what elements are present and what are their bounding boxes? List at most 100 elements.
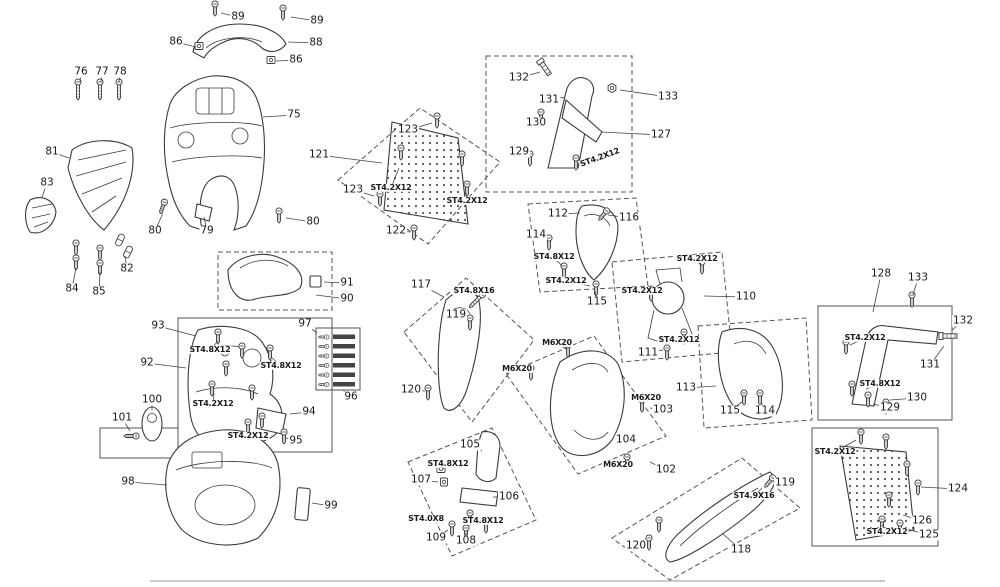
fastener-spec-label: ST4.2X12 xyxy=(226,430,270,441)
part-callout: 84 xyxy=(64,282,80,295)
part-callout: 97 xyxy=(297,317,313,330)
part-callout: 123 xyxy=(341,183,365,196)
part-callout: 101 xyxy=(110,411,134,424)
box-inner-shield-102 xyxy=(505,335,667,475)
long-icon xyxy=(74,78,82,101)
screw-spec-micro-text xyxy=(333,363,355,368)
screw-icon xyxy=(72,254,80,271)
box-brackets-105 xyxy=(407,427,537,557)
screw-icon xyxy=(318,344,330,349)
part-callout: 75 xyxy=(286,108,302,121)
part-callout: 100 xyxy=(140,393,164,406)
long-icon xyxy=(96,78,104,101)
part-105-bracket xyxy=(475,431,501,483)
fastener-spec-label: ST4.2X12 xyxy=(445,195,489,206)
screw-icon xyxy=(318,353,330,359)
screw-icon xyxy=(123,432,140,440)
box-bracket-128 xyxy=(817,305,953,421)
screw-icon xyxy=(318,334,330,340)
cyl-icon xyxy=(114,232,126,248)
screw-icon xyxy=(914,479,922,496)
part-callout: 89 xyxy=(309,14,325,27)
screw-icon xyxy=(318,363,330,368)
screw-spec-micro-text xyxy=(333,334,355,339)
part-callout: 78 xyxy=(112,65,128,78)
part-callout: 130 xyxy=(524,116,548,129)
screw-spec-micro-text xyxy=(333,353,355,358)
fastener-spec-label: ST4.2X12 xyxy=(544,275,588,286)
part-callout: 113 xyxy=(674,381,698,394)
part-91-clip-plate xyxy=(309,275,322,288)
screw-icon xyxy=(72,239,80,256)
part-callout: 103 xyxy=(651,403,675,416)
part-callout: 94 xyxy=(301,405,317,418)
part-102-inner-shield xyxy=(549,350,625,457)
screw-list-rows xyxy=(318,334,355,387)
fastener-spec-label: M6X20 xyxy=(501,363,533,374)
part-callout: 114 xyxy=(753,404,777,417)
part-callout: 77 xyxy=(94,65,110,78)
part-callout: 92 xyxy=(139,356,155,369)
cyl-icon xyxy=(122,244,134,260)
bolt-icon xyxy=(938,332,958,340)
screw-icon xyxy=(448,520,456,537)
part-callout: 89 xyxy=(230,10,246,23)
screw-spec-micro-text xyxy=(333,344,355,349)
fastener-spec-label: M6X20 xyxy=(630,392,662,403)
part-99-trim-strip xyxy=(294,487,311,521)
fastener-spec-label: ST4.9X16 xyxy=(732,490,776,501)
part-callout: 96 xyxy=(343,390,359,403)
part-callout: 80 xyxy=(147,224,163,237)
clip-icon xyxy=(266,56,276,64)
screw-spec-micro-text xyxy=(333,382,355,387)
part-callout: 112 xyxy=(546,207,570,220)
screw-icon xyxy=(376,190,384,207)
part-callout: 119 xyxy=(773,476,797,489)
part-callout: 110 xyxy=(734,290,758,303)
box-cover-112 xyxy=(527,197,649,293)
part-79-bracket xyxy=(194,203,213,222)
part-callout: 90 xyxy=(339,292,355,305)
fastener-spec-label: ST4.2X12 xyxy=(369,182,413,193)
part-callout: 98 xyxy=(120,475,136,488)
fastener-spec-label: ST4.8X12 xyxy=(461,515,505,526)
part-callout: 118 xyxy=(729,543,753,556)
part-112-cover xyxy=(575,204,619,281)
part-callout: 115 xyxy=(718,404,742,417)
part-callout: 82 xyxy=(119,262,135,275)
box-screw-list-96 xyxy=(315,327,361,391)
part-callout: 91 xyxy=(339,276,355,289)
fastener-spec-label: ST4.0X8 xyxy=(407,513,445,524)
part-callout: 86 xyxy=(288,53,304,66)
part-callout: 111 xyxy=(636,346,660,359)
part-callout: 105 xyxy=(458,438,482,451)
part-callout: 107 xyxy=(409,473,433,486)
part-callout: 88 xyxy=(308,36,324,49)
part-callout: 133 xyxy=(656,90,680,103)
fastener-spec-label: ST4.2X12 xyxy=(657,334,701,345)
part-callout: 106 xyxy=(497,490,521,503)
long-icon xyxy=(115,78,123,101)
box-side-panel-126 xyxy=(811,427,939,547)
part-callout: 129 xyxy=(507,145,531,158)
part-callout: 104 xyxy=(614,433,638,446)
screw-icon xyxy=(655,516,663,533)
part-callout: 83 xyxy=(39,176,55,189)
part-callout: 117 xyxy=(409,278,433,291)
screw-icon xyxy=(156,197,169,216)
part-callout: 93 xyxy=(150,319,166,332)
part-callout: 130 xyxy=(905,391,929,404)
box-pillar-118 xyxy=(611,457,801,581)
fastener-spec-label: ST4.8X12 xyxy=(188,344,232,355)
fastener-spec-label: M6X20 xyxy=(541,337,573,348)
screw-icon xyxy=(882,433,890,450)
screw-icon xyxy=(592,280,600,297)
part-callout: 115 xyxy=(585,295,609,308)
part-callout: 80 xyxy=(305,215,321,228)
fastener-spec-label: ST4.2X12 xyxy=(865,526,909,537)
part-callout: 79 xyxy=(199,224,215,237)
part-callout: 108 xyxy=(454,534,478,547)
part-callout: 128 xyxy=(869,267,893,280)
